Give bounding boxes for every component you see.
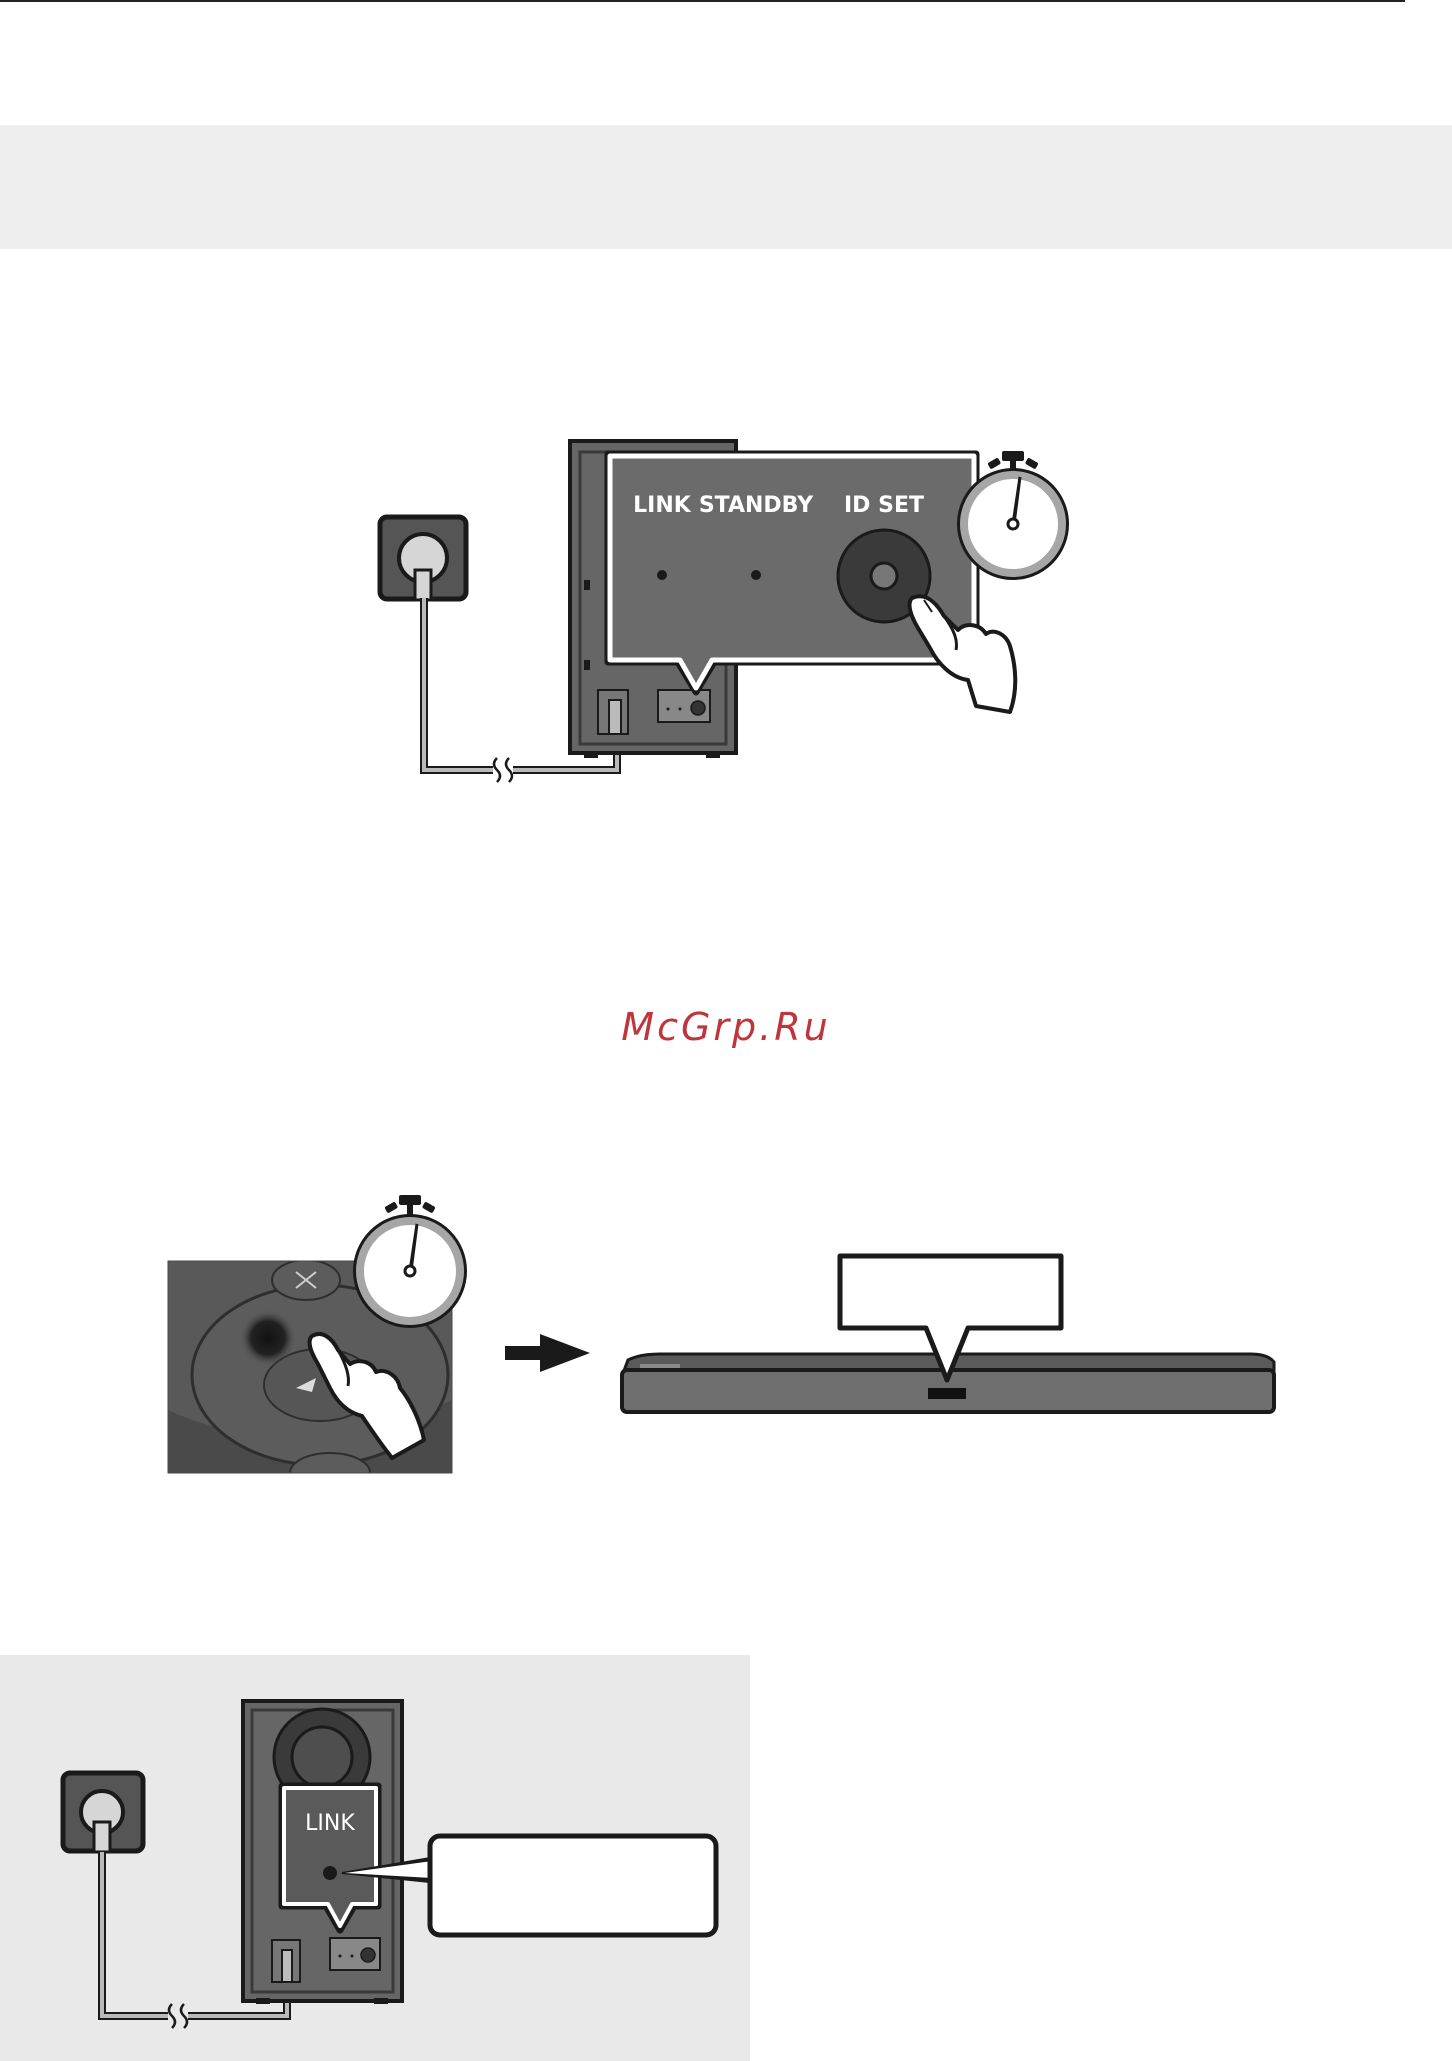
subwoofer-id-set-figure: LINK STANDBY ID SET [377,439,1069,783]
standby-indicator-led [751,570,761,580]
id-set-button[interactable] [836,528,932,624]
link-indicator-led [657,570,667,580]
link-label: LINK [633,493,692,518]
link-label: LINK [305,1811,355,1836]
stopwatch-icon [957,451,1069,580]
right-arrow-icon [505,1334,590,1372]
standby-label: STANDBY [699,493,814,518]
remote-frame [167,1260,453,1474]
led-status-callout [427,1833,719,1938]
cable-break-icon [492,757,514,783]
link-indicator-led [323,1866,337,1880]
link-indicator-callout [278,1782,382,1934]
pressing-finger-icon [307,1331,426,1460]
samsung-logo [640,1364,680,1368]
stopwatch-icon [353,1195,467,1328]
bluetooth-icon [295,1271,317,1289]
top-rule [0,0,1405,2]
wall-socket-icon [60,1770,146,1854]
cable-break-icon [167,2003,189,2029]
section-header-band [0,125,1452,249]
id-set-label: ID SET [844,493,924,518]
remote-to-soundbar-figure [167,1195,1276,1474]
soundbar-display-callout [837,1253,1064,1383]
watermark-text: McGrp.Ru [621,1005,831,1049]
pressing-finger-icon [907,594,1018,714]
wall-socket-icon [377,514,469,602]
